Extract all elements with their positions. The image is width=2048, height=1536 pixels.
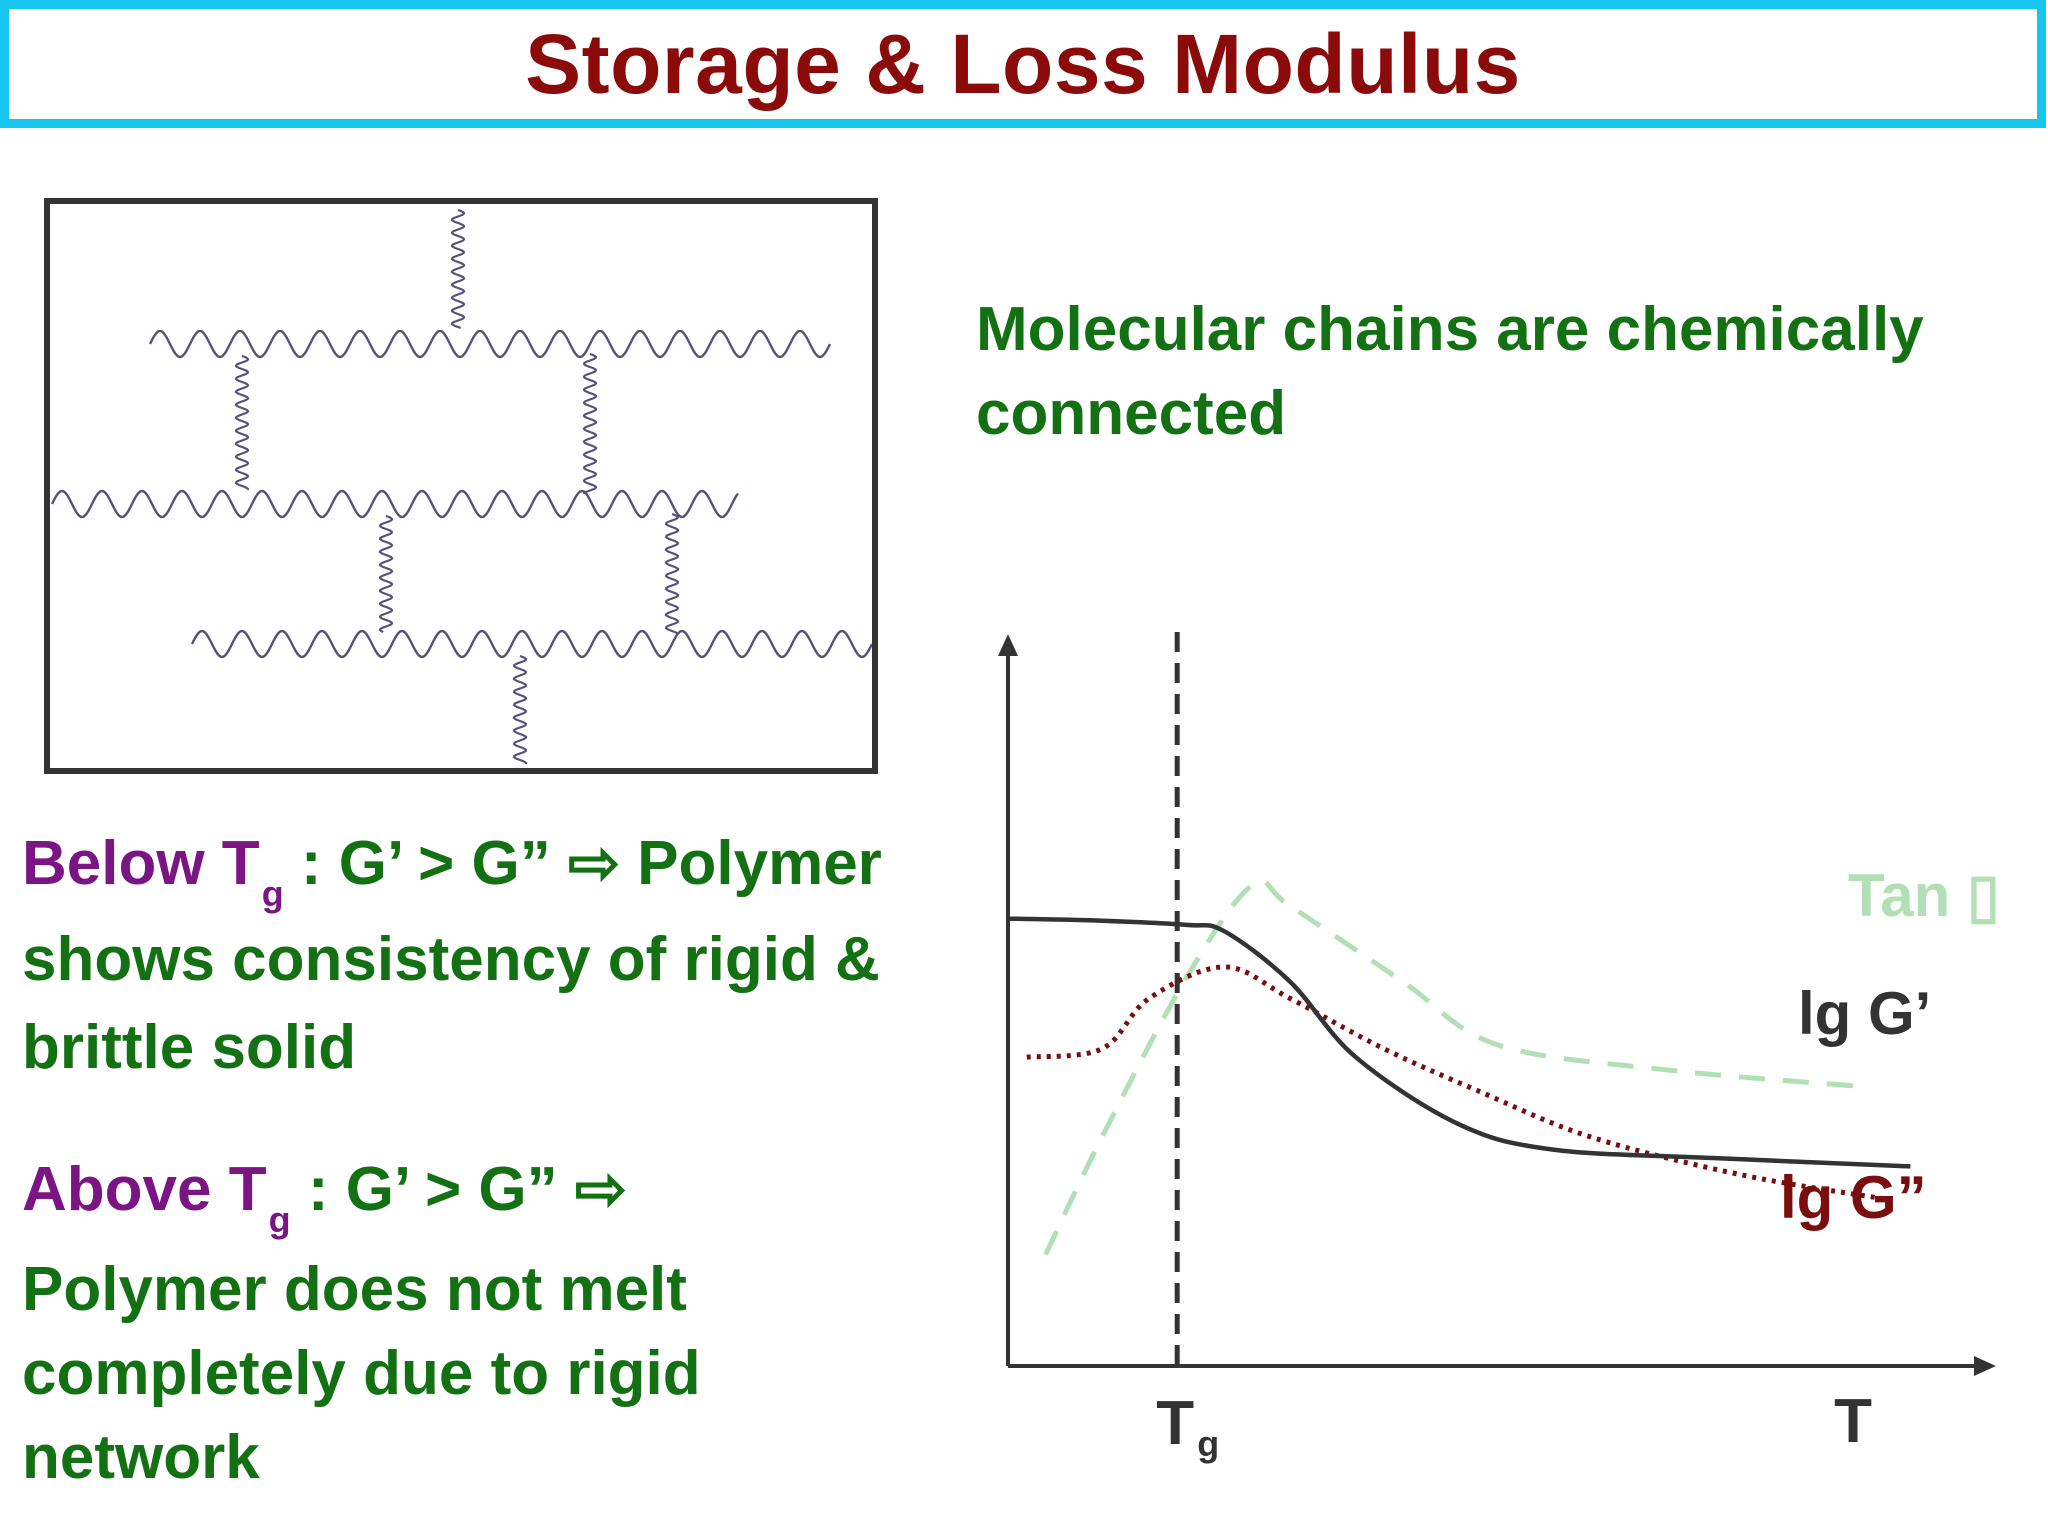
right-arrow-icon: ⇨ <box>567 829 620 898</box>
caption-line-1: Molecular chains are chemically <box>976 295 1924 364</box>
x-axis-label: T <box>1834 1387 1872 1456</box>
below-line-3: brittle solid <box>22 1013 357 1082</box>
above-spacer <box>291 1155 308 1224</box>
crosslink-bottom <box>512 654 528 765</box>
tg-axis-subscript: g <box>1197 1423 1219 1464</box>
crosslink-1 <box>234 354 250 491</box>
above-spacer-2 <box>558 1155 575 1224</box>
below-spacer <box>284 829 301 898</box>
crosslink-2 <box>582 352 598 495</box>
above-tg-text: Above Tg : G’ > G” ⇨ Polymer does not me… <box>22 1140 701 1500</box>
below-relation: : G’ > G” <box>300 829 551 898</box>
polymer-chain-2 <box>50 489 739 519</box>
crosslink-3 <box>378 514 394 633</box>
above-line-1: Above Tg : G’ > G” ⇨ <box>22 1140 701 1248</box>
tan-delta-curve <box>1043 878 1864 1256</box>
above-tg-subscript: g <box>268 1199 291 1240</box>
below-line-1: Below Tg : G’ > G” ⇨ Polymer <box>22 820 882 916</box>
below-polymer-word: Polymer <box>637 829 882 898</box>
below-tg-text: Below Tg : G’ > G” ⇨ Polymer shows consi… <box>22 820 882 1092</box>
loss-modulus-curve <box>1026 964 1893 1203</box>
y-axis-arrowhead <box>998 634 1018 656</box>
loss-modulus-label: lg G” <box>1780 1164 1927 1231</box>
below-line-2: shows consistency of rigid & <box>22 925 880 994</box>
storage-modulus-curve <box>1007 916 1911 1169</box>
crosslinked-chains-diagram <box>50 208 872 765</box>
below-spacer-2 <box>551 829 568 898</box>
above-line-2: Polymer does not melt <box>22 1255 687 1324</box>
slide-title: Storage & Loss Modulus <box>525 16 1521 111</box>
above-line-3: completely due to rigid <box>22 1339 701 1408</box>
right-arrow-icon: ⇨ <box>574 1155 627 1224</box>
x-axis-arrowhead <box>1974 1356 1996 1376</box>
polymer-chain-1 <box>148 329 832 359</box>
below-label: Below T <box>22 829 260 898</box>
caption-line-2: connected <box>976 379 1287 448</box>
storage-modulus-label: lg G’ <box>1798 980 1931 1047</box>
below-spacer-3 <box>620 829 637 898</box>
above-relation: : G’ > G” <box>307 1155 558 1224</box>
title-bar: Storage & Loss Modulus <box>0 0 2046 128</box>
crosslink-4 <box>664 512 680 635</box>
tan-delta-label: Tan ▯ <box>1848 862 2000 929</box>
crosslink-top <box>450 208 466 330</box>
polymer-chain-3 <box>190 629 872 659</box>
above-line-4: network <box>22 1423 260 1492</box>
above-label: Above T <box>22 1155 267 1224</box>
molecular-chains-caption: Molecular chains are chemically connecte… <box>976 288 1924 456</box>
tg-axis-label: T <box>1156 1389 1194 1458</box>
polymer-network-illustration <box>44 198 878 774</box>
below-tg-subscript: g <box>261 873 284 914</box>
